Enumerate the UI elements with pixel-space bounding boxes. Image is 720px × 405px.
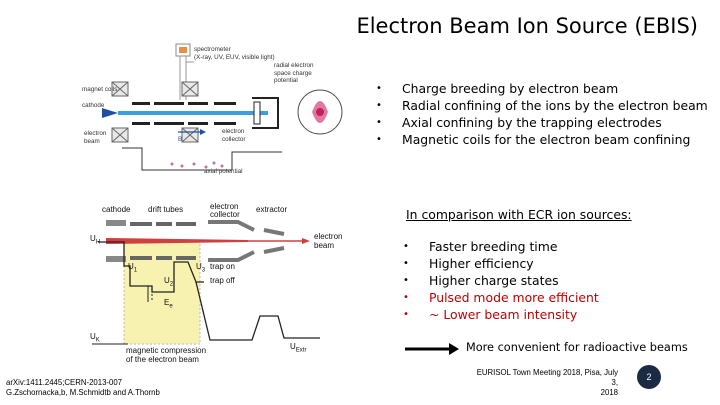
uextr-label: UExtr	[290, 342, 307, 354]
slide-title: Electron Beam Ion Source (EBIS)	[356, 14, 698, 38]
conclusion-text: More convenient for radioactive beams	[466, 341, 688, 354]
bullet-item: Axial confining by the trapping electrod…	[376, 114, 708, 131]
u3-label: U3	[196, 262, 206, 274]
comparison-item: Faster breeding time	[403, 238, 599, 255]
ebis-schematic-drawing	[102, 43, 343, 171]
uh-label: UH	[90, 234, 101, 246]
trap-on-label: trap on	[210, 262, 235, 271]
axial-potential-label: axial potential	[204, 168, 243, 175]
cathode-shape	[102, 108, 118, 118]
electron-beam-bottom	[106, 238, 248, 244]
magnet-coils-label: magnet coils	[82, 86, 118, 93]
bullet-item: Radial confining of the ions by the elec…	[376, 97, 708, 114]
cathode-label-bottom: cathode	[102, 205, 131, 214]
cathode-label: cathode	[82, 102, 105, 109]
comparison-item: Higher efficiency	[403, 255, 599, 272]
comparison-item: Pulsed mode more efficient	[403, 289, 599, 306]
u1-label: U1	[128, 262, 138, 274]
comparison-item: ~ Lower beam intensity	[403, 306, 599, 323]
page-number-badge: 2	[637, 365, 661, 389]
uk-label: UK	[90, 332, 100, 344]
conclusion-arrow-icon	[405, 342, 459, 360]
comparison-heading: In comparison with ECR ion sources:	[406, 207, 632, 222]
comparison-bullets: Faster breeding time Higher efficiency H…	[403, 238, 599, 323]
trap-off-label: trap off	[210, 276, 235, 285]
b-field-label: B	[178, 136, 183, 143]
ebis-schematic: spectrometer(X-ray, UV, EUV, visible lig…	[82, 40, 372, 198]
event-footer: EURISOL Town Meeting 2018, Pisa, July 3,…	[476, 368, 618, 397]
ee-label: Ee	[164, 298, 173, 310]
extractor-label: extractor	[256, 205, 288, 214]
bullet-item: Magnetic coils for the electron beam con…	[376, 131, 708, 148]
bullet-item: Charge breeding by electron beam	[376, 80, 708, 97]
comparison-item: Higher charge states	[403, 272, 599, 289]
ebis-potential-drawing	[92, 220, 320, 345]
u2-label: U2	[164, 276, 174, 288]
spectrometer-label: spectrometer(X-ray, UV, EUV, visible lig…	[194, 46, 275, 61]
drift-tubes-label: drift tubes	[148, 205, 184, 214]
electron-beam	[118, 111, 268, 115]
feature-bullets: Charge breeding by electron beam Radial …	[376, 80, 708, 148]
